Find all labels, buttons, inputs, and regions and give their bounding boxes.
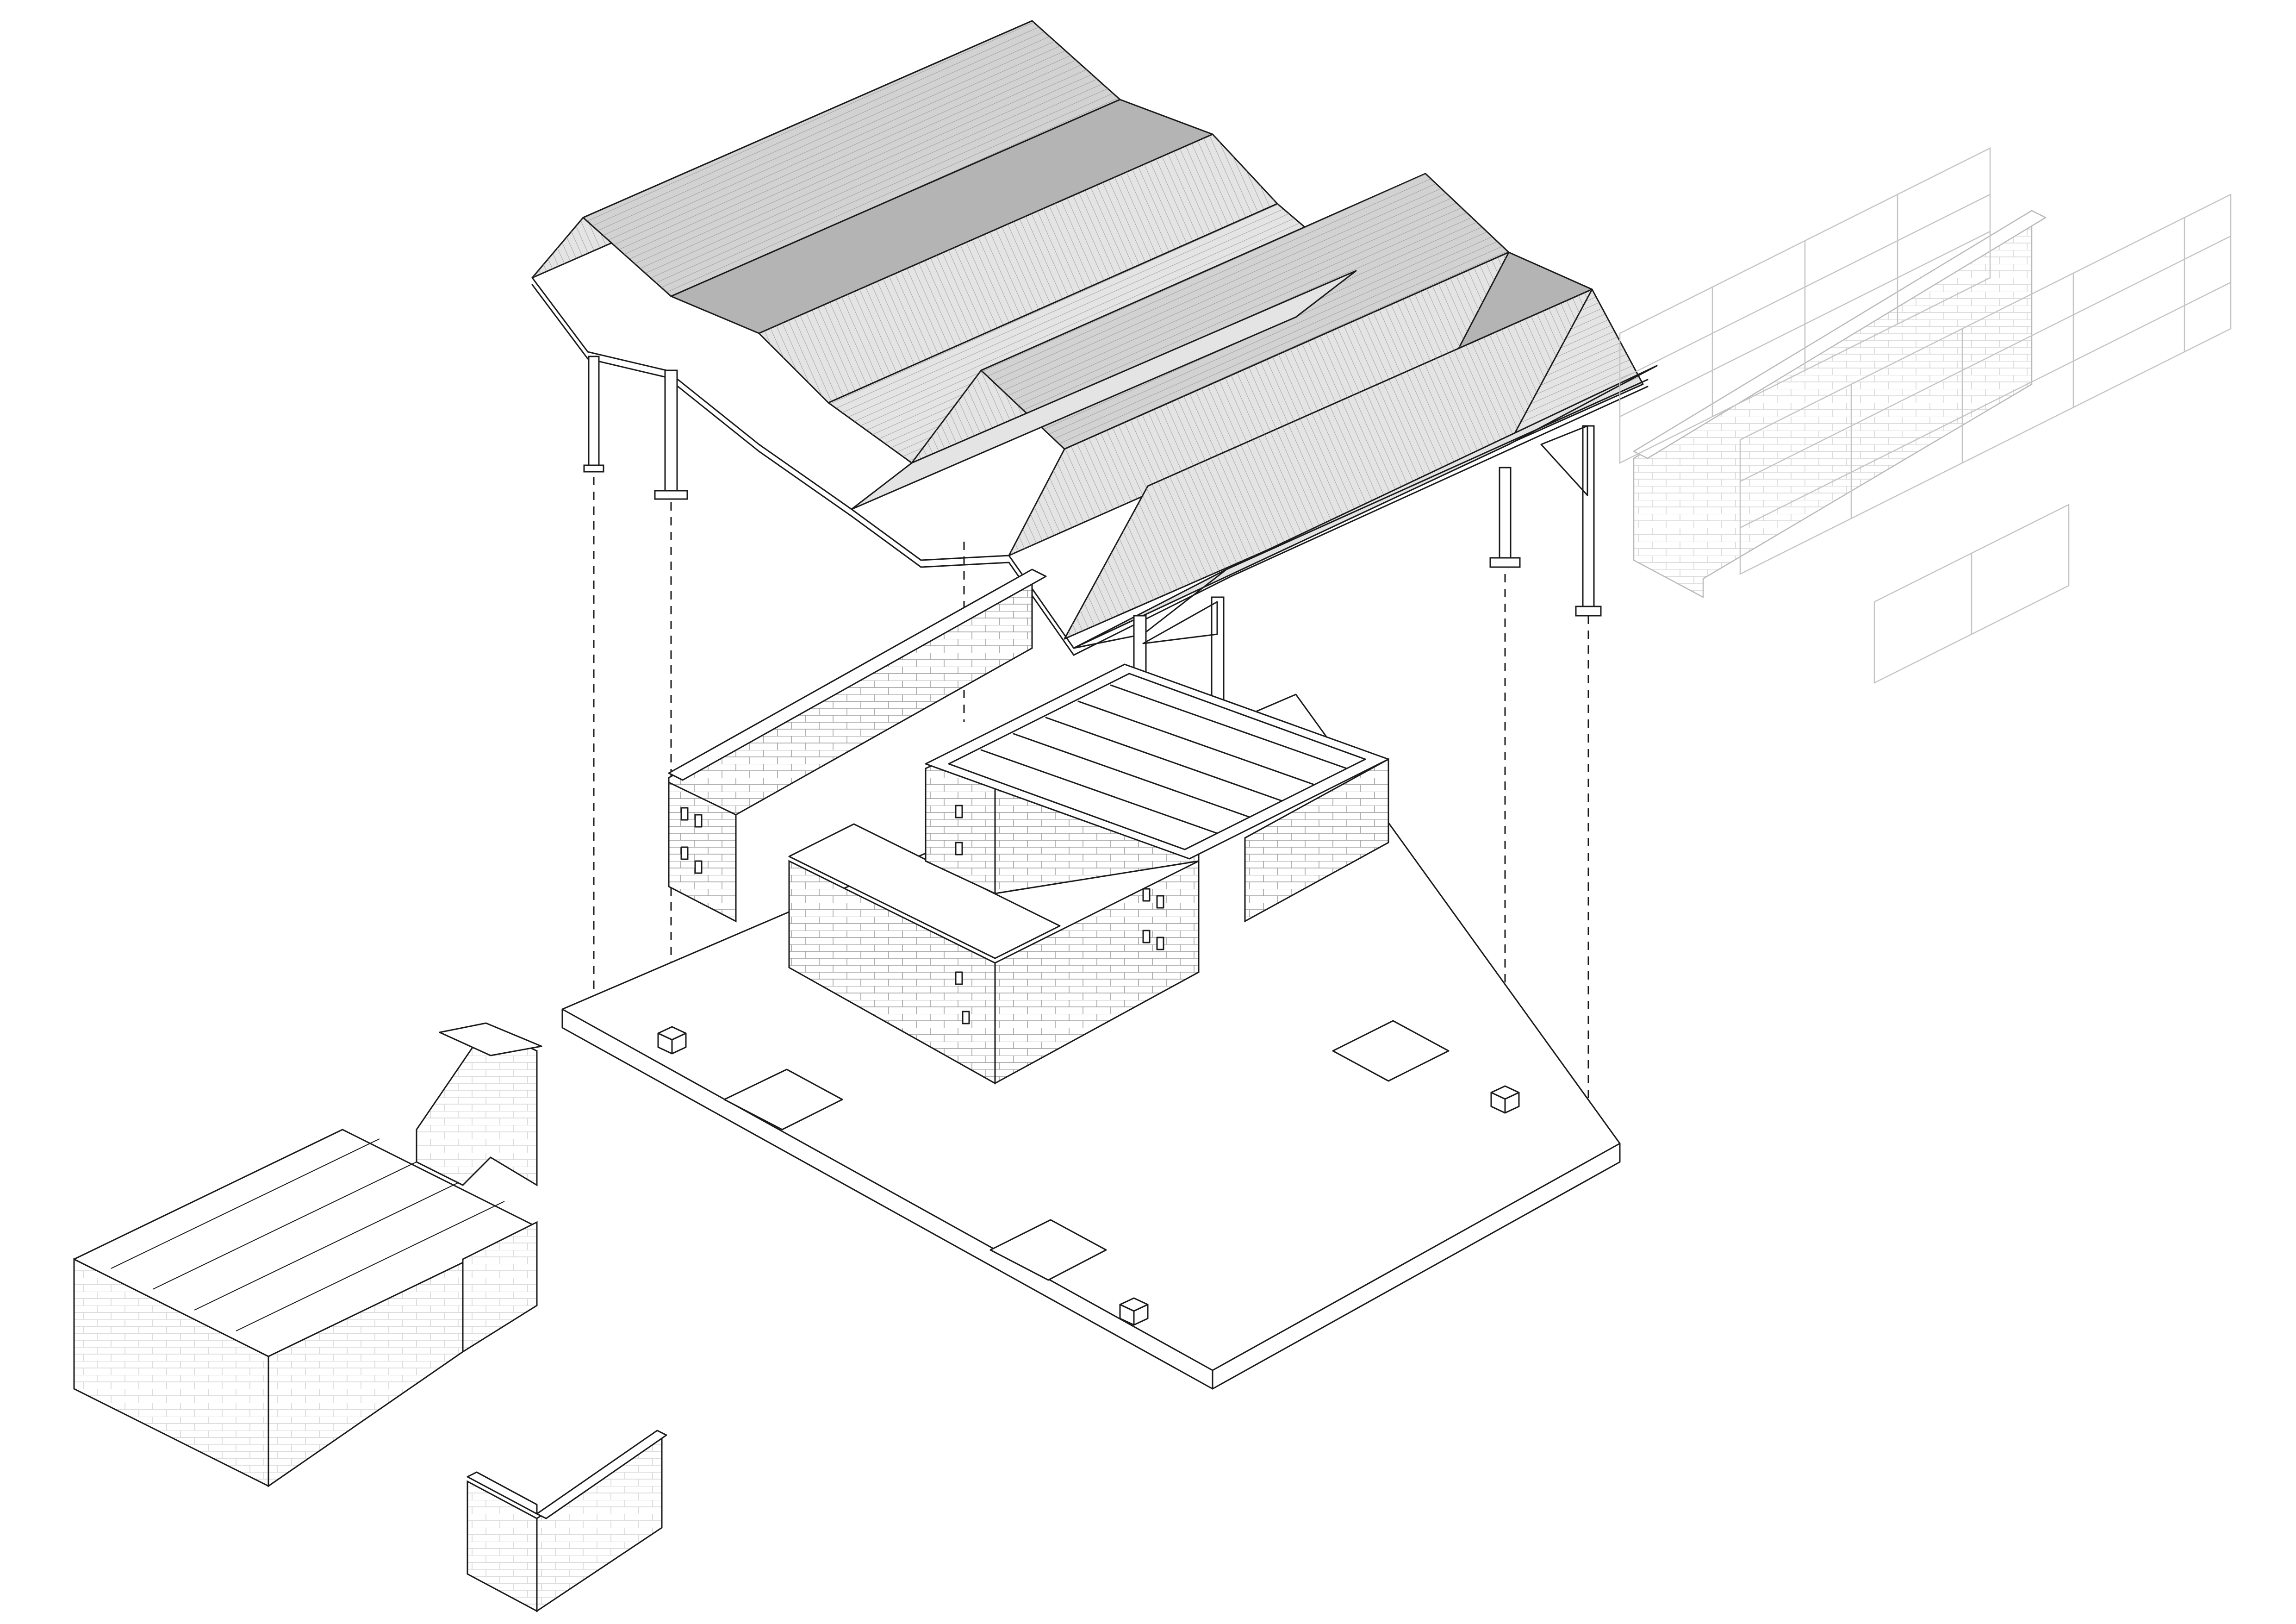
- ramp: [1332, 1020, 1450, 1082]
- detached-brick-block: [73, 1022, 542, 1487]
- shelving-unit: [1619, 147, 1991, 464]
- ghosted-wall-and-shelving: [1619, 147, 2232, 684]
- footing-block: [657, 1026, 687, 1055]
- base-slab: [561, 693, 1621, 1390]
- brick-walls: [668, 568, 1389, 1085]
- ramp: [723, 1068, 843, 1131]
- folded-roof: [531, 20, 1658, 656]
- detached-corner-wall: [467, 1430, 667, 1612]
- footing-block: [1490, 1085, 1520, 1114]
- shelving-unit: [1739, 193, 2232, 684]
- footing-block: [1119, 1297, 1149, 1326]
- ramp: [989, 1219, 1107, 1281]
